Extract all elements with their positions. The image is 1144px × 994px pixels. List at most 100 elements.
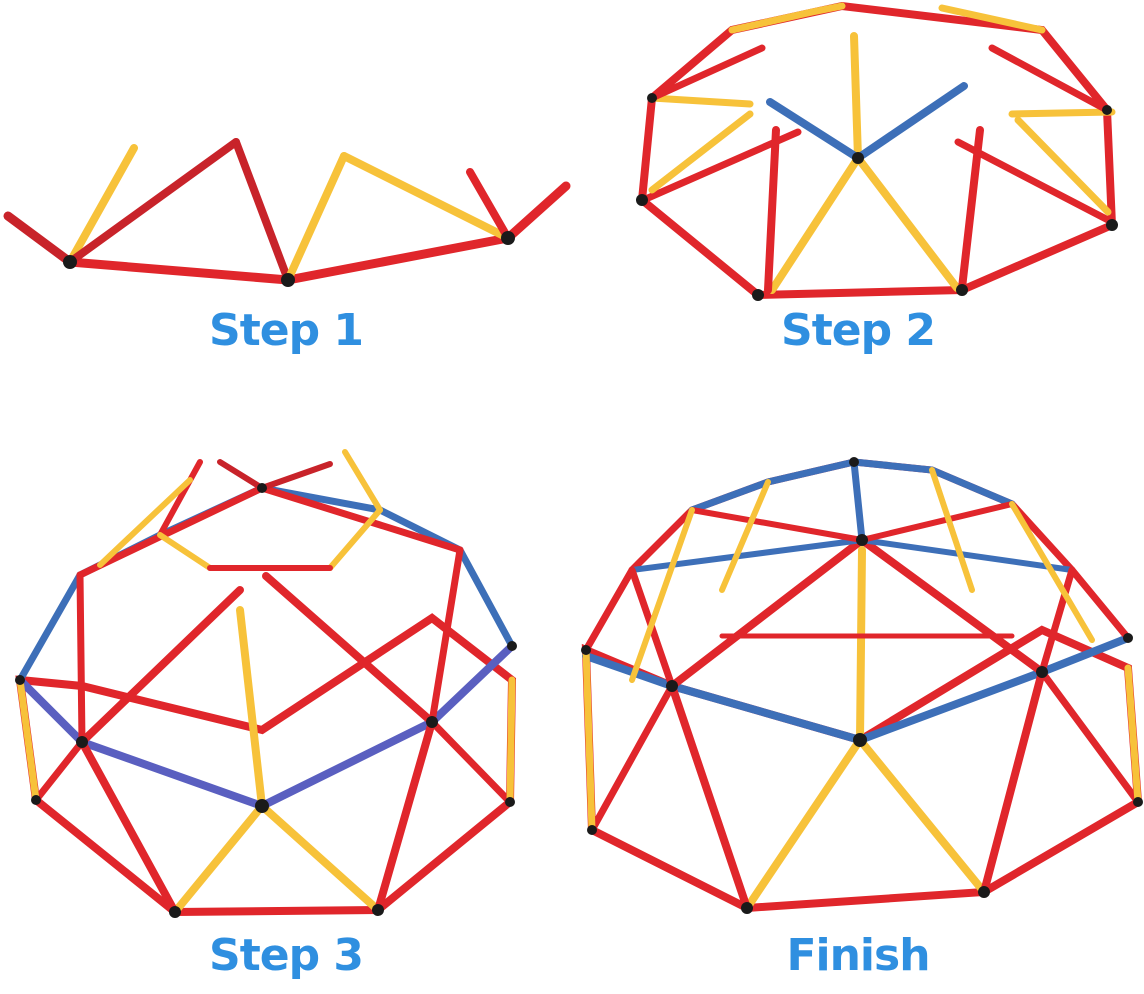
bar: [859, 537, 1075, 573]
step-2-panel: Step 2: [572, 0, 1144, 370]
bar: [850, 458, 866, 544]
bar: [66, 138, 240, 266]
bar: [157, 532, 213, 571]
connector-hub: [636, 194, 648, 206]
connector-hub: [501, 231, 515, 245]
finish-frame-illustration: [581, 457, 1143, 914]
bar: [506, 676, 516, 806]
bar: [283, 233, 513, 285]
bar: [97, 477, 193, 568]
bar: [171, 802, 266, 916]
bar: [232, 138, 292, 284]
bar: [764, 126, 780, 294]
connector-hub: [853, 733, 867, 747]
bar: [217, 459, 265, 491]
bar: [582, 646, 596, 834]
connector-hub: [978, 886, 990, 898]
bar: [1008, 108, 1116, 118]
bar: [929, 467, 975, 593]
bar: [856, 546, 866, 744]
step-2-frame-illustration: [636, 1, 1118, 301]
connector-hub: [849, 457, 859, 467]
bar: [428, 718, 514, 806]
connector-hub: [505, 797, 515, 807]
connector-hub: [852, 152, 864, 164]
connector-hub: [255, 799, 269, 813]
connector-hub: [956, 284, 968, 296]
bar: [76, 571, 86, 746]
connector-hub: [1133, 797, 1143, 807]
bar: [688, 458, 858, 514]
step-1-frame-illustration: [3, 138, 571, 287]
bar: [988, 44, 1111, 114]
bar: [236, 606, 266, 810]
connector-hub: [587, 825, 597, 835]
bar: [743, 736, 864, 912]
bar: [65, 257, 293, 285]
step-1-panel: Step 1: [0, 130, 572, 370]
bar: [644, 128, 802, 202]
connector-hub: [372, 904, 384, 916]
connector-hub: [281, 273, 295, 287]
bar: [719, 479, 771, 593]
connector-hub: [752, 289, 764, 301]
bar: [648, 94, 754, 108]
bar: [342, 449, 383, 513]
connector-hub: [169, 906, 181, 918]
bar: [78, 586, 244, 746]
bar: [1014, 116, 1112, 216]
bar: [428, 546, 464, 726]
bar: [854, 82, 968, 162]
bar: [856, 736, 988, 896]
connector-hub: [666, 680, 678, 692]
bar: [629, 507, 695, 683]
bar: [258, 484, 464, 554]
bar: [259, 461, 333, 491]
bar: [258, 802, 382, 914]
bar: [340, 152, 512, 242]
connector-hub: [647, 93, 657, 103]
bar: [78, 738, 179, 916]
bar: [3, 211, 75, 267]
connector-hub: [1106, 219, 1118, 231]
bar: [980, 668, 1046, 896]
bar: [503, 181, 571, 243]
connector-hub: [507, 641, 517, 651]
bar: [958, 126, 984, 292]
connector-hub: [63, 255, 77, 269]
bar: [689, 507, 865, 543]
bar: [728, 2, 846, 34]
upper-ring: [16, 484, 516, 684]
connector-hub: [31, 795, 41, 805]
connector-hub: [581, 645, 591, 655]
connector-hub: [1123, 633, 1133, 643]
bar: [32, 738, 86, 804]
connector-hub: [76, 736, 88, 748]
bar: [284, 152, 348, 284]
bar: [766, 98, 862, 162]
bar: [668, 536, 866, 690]
bar: [1038, 566, 1076, 676]
connector-hub: [1102, 105, 1112, 115]
bar: [588, 682, 676, 834]
step-3-caption: Step 3: [209, 930, 364, 981]
bar: [262, 572, 436, 726]
connector-hub: [15, 675, 25, 685]
bar: [954, 138, 1112, 224]
bar: [850, 32, 862, 162]
bar: [648, 110, 754, 194]
bar: [66, 144, 138, 266]
step-3-frame-illustration: [15, 449, 517, 918]
connector-hub: [426, 716, 438, 728]
bar: [466, 168, 512, 242]
bar: [157, 459, 203, 538]
bar: [1124, 664, 1142, 806]
connector-hub: [741, 902, 753, 914]
bar: [374, 718, 436, 914]
connector-hub: [856, 534, 868, 546]
step-2-caption: Step 2: [781, 305, 936, 356]
bar: [1038, 668, 1142, 806]
bar: [859, 501, 1015, 543]
step-1-caption: Step 1: [209, 305, 364, 356]
bar: [938, 4, 1046, 34]
